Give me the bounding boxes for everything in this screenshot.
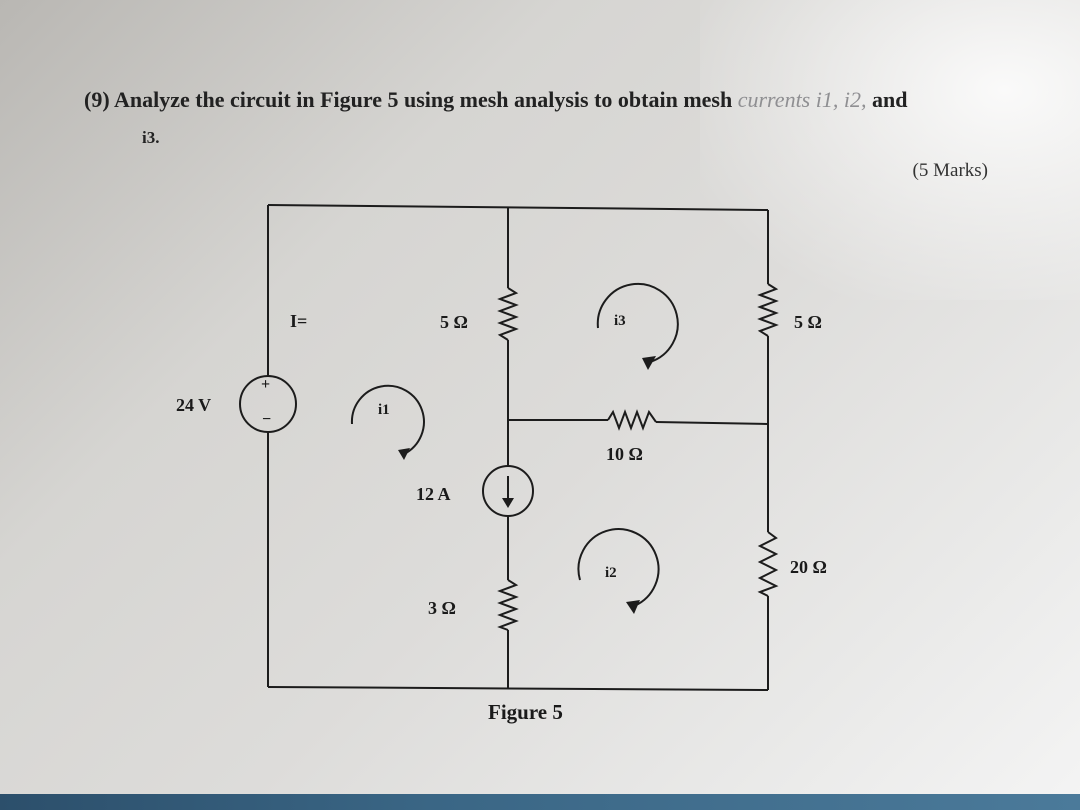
- label-mesh-i2: i2: [605, 565, 617, 581]
- label-20ohm: 20 Ω: [790, 557, 827, 577]
- current-source-icon: [482, 465, 534, 517]
- question-text: (9) Analyze the circuit in Figure 5 usin…: [84, 82, 1014, 156]
- mesh-i1-arrowhead-icon: [398, 448, 410, 460]
- label-source-minus: −: [262, 411, 271, 428]
- resistor-5ohm-middle: [497, 287, 519, 341]
- marks-label: (5 Marks): [912, 160, 988, 181]
- question-faded-currents: currents i1, i2,: [737, 87, 867, 112]
- resistor-5ohm-right: [757, 283, 779, 337]
- label-source-plus: +: [261, 376, 270, 393]
- resistor-3ohm: [497, 579, 519, 631]
- label-24v: 24 V: [176, 395, 211, 415]
- label-mesh-i1: i1: [378, 402, 390, 418]
- label-10ohm: 10 Ω: [606, 444, 643, 464]
- current-source-arrow-head-icon: [502, 498, 514, 508]
- question-number: (9): [84, 87, 110, 112]
- mesh-i3-loop-icon: [596, 282, 679, 363]
- label-mesh-i3: i3: [614, 313, 626, 329]
- label-12a: 12 A: [416, 484, 451, 504]
- resistor-20ohm: [757, 531, 779, 597]
- label-5ohm-right: 5 Ω: [794, 312, 822, 332]
- mesh-i1-loop-icon: [350, 384, 425, 455]
- resistor-10ohm: [607, 409, 657, 431]
- wire-top: [267, 204, 769, 211]
- wire-h-right: [655, 421, 769, 425]
- wire-bottom: [267, 686, 769, 691]
- circuit-wires: [267, 204, 769, 691]
- question-body: Analyze the circuit in Figure 5 using me…: [113, 87, 733, 112]
- mesh-i2-arrowhead-icon: [626, 600, 640, 614]
- taskbar-strip: [0, 794, 1080, 810]
- question-and: and: [871, 87, 908, 112]
- mesh-i3-arrowhead-icon: [642, 356, 656, 370]
- mesh-i2-loop-icon: [577, 528, 660, 607]
- voltage-source-icon: [239, 375, 297, 433]
- label-current-marker: I=: [290, 311, 307, 331]
- question-i3: i3.: [142, 128, 160, 147]
- label-5ohm-middle: 5 Ω: [440, 312, 468, 332]
- label-3ohm: 3 Ω: [428, 598, 456, 618]
- figure-caption: Figure 5: [488, 700, 563, 724]
